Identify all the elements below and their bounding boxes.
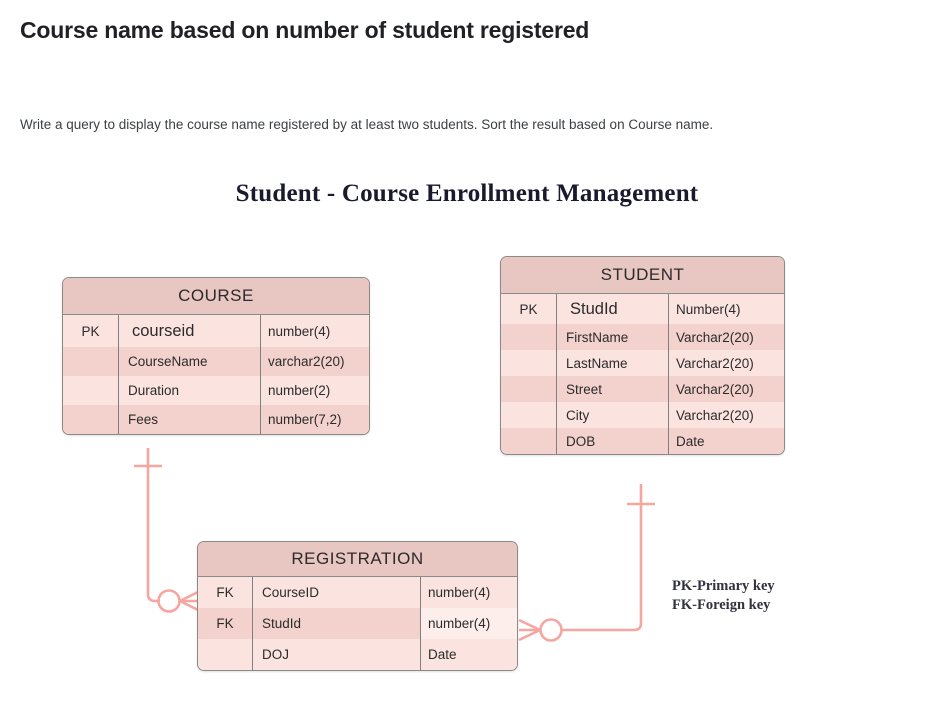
page-subtitle: Write a query to display the course name… — [20, 117, 714, 132]
table-row[interactable]: Duration number(2) — [63, 376, 369, 405]
row-attribute: StudId — [557, 294, 669, 324]
row-type: Varchar2(20) — [676, 329, 754, 345]
cardinality-zero-circle-course — [157, 589, 181, 613]
row-key — [501, 376, 557, 402]
table-row[interactable]: FK CourseID number(4) — [198, 577, 517, 608]
table-row[interactable]: Fees number(7,2) — [63, 405, 369, 434]
connector-line-student — [562, 484, 643, 632]
row-type: Varchar2(20) — [676, 381, 754, 397]
row-attribute: CourseID — [253, 577, 421, 608]
row-key — [501, 428, 557, 454]
entity-course[interactable]: COURSE PK courseid number(4) CourseName … — [62, 277, 370, 435]
legend-foreign-key: FK-Foreign key — [672, 597, 771, 613]
row-attribute: FirstName — [557, 324, 669, 350]
table-row[interactable]: DOJ Date — [198, 639, 517, 670]
row-type: Varchar2(20) — [676, 407, 754, 423]
table-row[interactable]: FirstName Varchar2(20) — [501, 324, 784, 350]
row-type: number(4) — [421, 608, 517, 639]
row-key — [501, 350, 557, 376]
row-attribute: CourseName — [119, 347, 261, 376]
entity-student-rows: PK StudId Number(4) FirstName Varchar2(2… — [501, 294, 784, 454]
row-key — [501, 324, 557, 350]
row-attribute: DOJ — [253, 639, 421, 670]
row-key — [501, 402, 557, 428]
row-type: number(4) — [268, 323, 331, 339]
page-title: Course name based on number of student r… — [20, 17, 590, 43]
table-row[interactable]: PK StudId Number(4) — [501, 294, 784, 324]
row-type: number(2) — [268, 383, 331, 398]
row-key — [63, 376, 119, 405]
row-key: PK — [501, 294, 557, 324]
row-attribute: Fees — [119, 405, 261, 434]
row-attribute: StudId — [253, 608, 421, 639]
legend: PK-Primary key FK-Foreign key — [672, 577, 775, 615]
table-row[interactable]: PK courseid number(4) — [63, 315, 369, 347]
row-attribute: City — [557, 402, 669, 428]
row-type: Date — [676, 433, 705, 449]
entity-registration-rows: FK CourseID number(4) FK StudId number(4… — [198, 577, 517, 670]
table-row[interactable]: DOB Date — [501, 428, 784, 454]
row-key: PK — [63, 315, 119, 347]
row-key — [198, 639, 253, 670]
row-type: varchar2(20) — [268, 354, 345, 369]
row-key — [63, 405, 119, 434]
entity-student[interactable]: STUDENT PK StudId Number(4) FirstName Va… — [500, 256, 785, 455]
row-key: FK — [198, 577, 253, 608]
table-row[interactable]: LastName Varchar2(20) — [501, 350, 784, 376]
row-type: Varchar2(20) — [676, 355, 754, 371]
legend-primary-key: PK-Primary key — [672, 578, 775, 594]
diagram-title: Student - Course Enrollment Management — [235, 180, 699, 207]
relationship-student-registration — [518, 484, 655, 642]
row-type: Date — [428, 647, 457, 662]
row-attribute: Street — [557, 376, 669, 402]
relationship-course-registration — [134, 448, 201, 613]
entity-course-rows: PK courseid number(4) CourseName varchar… — [63, 315, 369, 434]
row-key: FK — [198, 608, 253, 639]
row-attribute: DOB — [557, 428, 669, 454]
table-row[interactable]: CourseName varchar2(20) — [63, 347, 369, 376]
table-row[interactable]: FK StudId number(4) — [198, 608, 517, 639]
row-attribute: LastName — [557, 350, 669, 376]
row-attribute: Duration — [119, 376, 261, 405]
crowsfoot-student — [518, 618, 541, 642]
entity-registration[interactable]: REGISTRATION FK CourseID number(4) FK St… — [197, 541, 518, 671]
entity-course-title: COURSE — [63, 278, 369, 315]
row-key — [63, 347, 119, 376]
table-row[interactable]: City Varchar2(20) — [501, 402, 784, 428]
entity-student-title: STUDENT — [501, 257, 784, 294]
row-type: Number(4) — [676, 301, 741, 317]
row-attribute: courseid — [119, 315, 261, 347]
entity-registration-title: REGISTRATION — [198, 542, 517, 577]
cardinality-zero-circle-student — [539, 618, 563, 642]
row-type: number(7,2) — [268, 412, 342, 427]
table-row[interactable]: Street Varchar2(20) — [501, 376, 784, 402]
connector-line-course — [146, 448, 160, 603]
row-type: number(4) — [428, 585, 491, 600]
